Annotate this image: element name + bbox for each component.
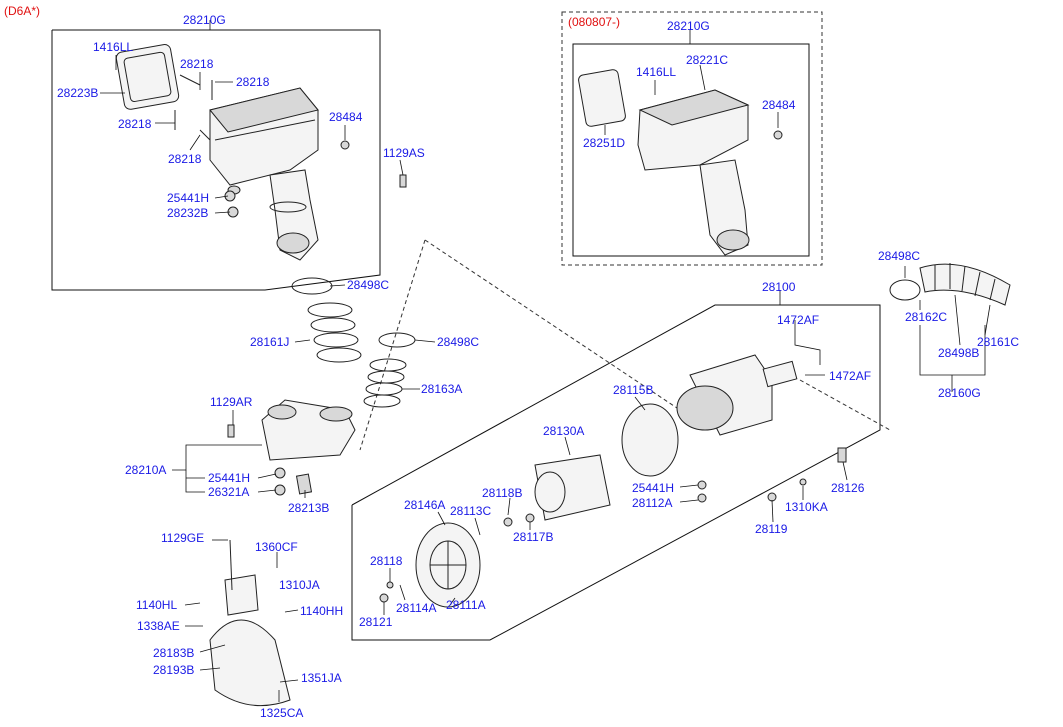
inset-group-box <box>572 43 810 257</box>
part-label-28161C[interactable]: 28161C <box>977 335 1020 349</box>
part-label-28210A[interactable]: 28210A <box>125 463 167 477</box>
band-28193B <box>209 619 291 707</box>
part-label-28117B[interactable]: 28117B <box>513 530 554 544</box>
air-cleaner-group-box <box>351 304 881 641</box>
part-label-1360CF[interactable]: 1360CF <box>255 540 298 554</box>
part-label-28498B[interactable]: 28498B <box>938 346 980 360</box>
part-label-28223B[interactable]: 28223B <box>57 86 99 100</box>
part-label-28119[interactable]: 28119 <box>755 522 788 536</box>
part-label-28218-a[interactable]: 28218 <box>180 57 214 71</box>
air-cleaner-housing <box>676 354 798 436</box>
part-label-28118[interactable]: 28118 <box>370 554 403 568</box>
part-label-28221C[interactable]: 28221C <box>686 53 729 67</box>
part-label-28210G-main[interactable]: 28210G <box>183 13 226 27</box>
part-label-28162C[interactable]: 28162C <box>905 310 948 324</box>
inset-variant-label: (080807-) <box>568 15 621 29</box>
hose-28163A <box>363 358 407 408</box>
part-label-1416LL-inset[interactable]: 1416LL <box>636 65 677 79</box>
part-label-28161J[interactable]: 28161J <box>250 335 290 349</box>
part-label-28498C-a[interactable]: 28498C <box>347 278 390 292</box>
part-label-28251D[interactable]: 28251D <box>583 136 626 150</box>
part-label-1416LL-main[interactable]: 1416LL <box>93 40 134 54</box>
bracket-28183B <box>224 574 259 616</box>
part-label-26321A[interactable]: 26321A <box>208 485 250 499</box>
part-label-28498C-c[interactable]: 28498C <box>878 249 921 263</box>
hose-group-bracket <box>919 325 986 376</box>
hose-28160G <box>889 263 1011 306</box>
part-label-1338AE[interactable]: 1338AE <box>137 619 180 633</box>
part-label-28218-d[interactable]: 28218 <box>168 152 202 166</box>
part-label-28183B[interactable]: 28183B <box>153 646 195 660</box>
part-label-25441H-b[interactable]: 25441H <box>208 471 251 485</box>
part-label-25441H-c[interactable]: 25441H <box>632 481 675 495</box>
part-label-1351JA[interactable]: 1351JA <box>301 671 342 685</box>
part-label-28218-c[interactable]: 28218 <box>118 117 152 131</box>
part-label-1472AF-b[interactable]: 1472AF <box>829 369 872 383</box>
part-label-28213B[interactable]: 28213B <box>288 501 330 515</box>
part-label-28498C-b[interactable]: 28498C <box>437 335 480 349</box>
small-hardware <box>224 130 847 603</box>
part-label-28121[interactable]: 28121 <box>359 615 393 629</box>
part-label-1129AS[interactable]: 1129AS <box>383 146 425 160</box>
part-label-28115B[interactable]: 28115B <box>613 383 654 397</box>
part-label-28112A[interactable]: 28112A <box>632 496 673 510</box>
part-label-1310KA[interactable]: 1310KA <box>785 500 828 514</box>
part-label-1472AF-a[interactable]: 1472AF <box>777 313 820 327</box>
part-label-1129AR[interactable]: 1129AR <box>210 395 253 409</box>
part-label-25441H-a[interactable]: 25441H <box>167 191 210 205</box>
end-cover-28111A <box>415 522 481 608</box>
variant-label-d6a: (D6A*) <box>4 4 41 18</box>
hose-28161J <box>307 302 362 363</box>
part-label-1140HH[interactable]: 1140HH <box>300 604 344 618</box>
inset-dashed-frame <box>561 11 823 266</box>
filter-element-28130A <box>534 454 611 521</box>
part-label-28193B[interactable]: 28193B <box>153 663 195 677</box>
part-label-1325CA[interactable]: 1325CA <box>260 706 304 720</box>
clamp-28498C-b <box>378 332 416 348</box>
part-label-28118B[interactable]: 28118B <box>482 486 523 500</box>
part-label-28100[interactable]: 28100 <box>762 280 796 294</box>
airbox-main <box>115 44 319 195</box>
airbox-inset <box>578 69 750 256</box>
part-label-28126[interactable]: 28126 <box>831 481 865 495</box>
filter-cover-28115B <box>621 403 679 477</box>
part-label-28218-b[interactable]: 28218 <box>236 75 270 89</box>
part-label-28232B[interactable]: 28232B <box>167 206 209 220</box>
top-left-group-box <box>51 29 381 291</box>
part-label-1140HL[interactable]: 1140HL <box>136 598 178 612</box>
part-label-28160G[interactable]: 28160G <box>938 386 981 400</box>
part-label-28484-inset[interactable]: 28484 <box>762 98 796 112</box>
part-label-28114A[interactable]: 28114A <box>396 601 437 615</box>
part-label-28210G-inset[interactable]: 28210G <box>667 19 710 33</box>
part-label-1129GE[interactable]: 1129GE <box>161 531 205 545</box>
part-label-1310JA[interactable]: 1310JA <box>279 578 320 592</box>
part-label-28163A[interactable]: 28163A <box>421 382 463 396</box>
part-label-28113C[interactable]: 28113C <box>450 504 492 518</box>
part-label-28130A[interactable]: 28130A <box>543 424 585 438</box>
part-label-28111A[interactable]: 28111A <box>446 598 486 612</box>
part-label-28484-main[interactable]: 28484 <box>329 110 363 124</box>
leader-lines <box>100 20 991 702</box>
part-label-28146A[interactable]: 28146A <box>404 498 446 512</box>
